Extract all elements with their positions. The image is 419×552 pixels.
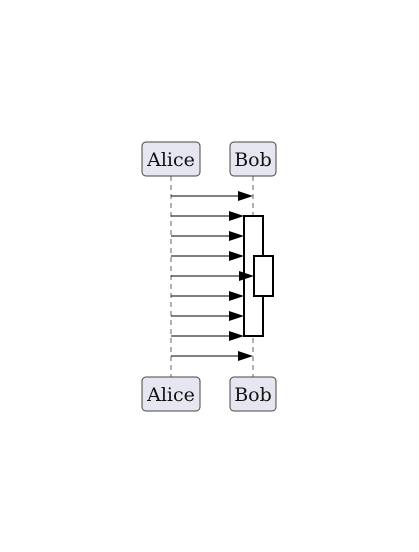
- participant-alice-top: Alice: [141, 141, 201, 177]
- messages: [171, 191, 254, 361]
- arrowhead-icon: [229, 211, 244, 221]
- participant-box: [141, 141, 201, 177]
- participant-box: [141, 376, 201, 412]
- arrowhead-icon: [238, 351, 253, 361]
- participant-box: [229, 376, 277, 412]
- participant-bob-top: Bob: [229, 141, 277, 177]
- activation-bar-nested: [253, 255, 274, 297]
- arrowhead-icon: [229, 231, 244, 241]
- arrowhead-icon: [229, 311, 244, 321]
- participant-label: Bob: [234, 149, 272, 171]
- participant-alice-bottom: Alice: [141, 376, 201, 412]
- participant-label: Bob: [234, 384, 272, 406]
- arrowhead-icon: [229, 331, 244, 341]
- arrowhead-icon: [238, 191, 253, 201]
- participant-label: Alice: [146, 384, 195, 406]
- arrowhead-icon: [239, 271, 254, 281]
- participant-box: [229, 141, 277, 177]
- participant-bob-bottom: Bob: [229, 376, 277, 412]
- participant-label: Alice: [146, 149, 195, 171]
- arrowhead-icon: [229, 291, 244, 301]
- arrowhead-icon: [229, 251, 244, 261]
